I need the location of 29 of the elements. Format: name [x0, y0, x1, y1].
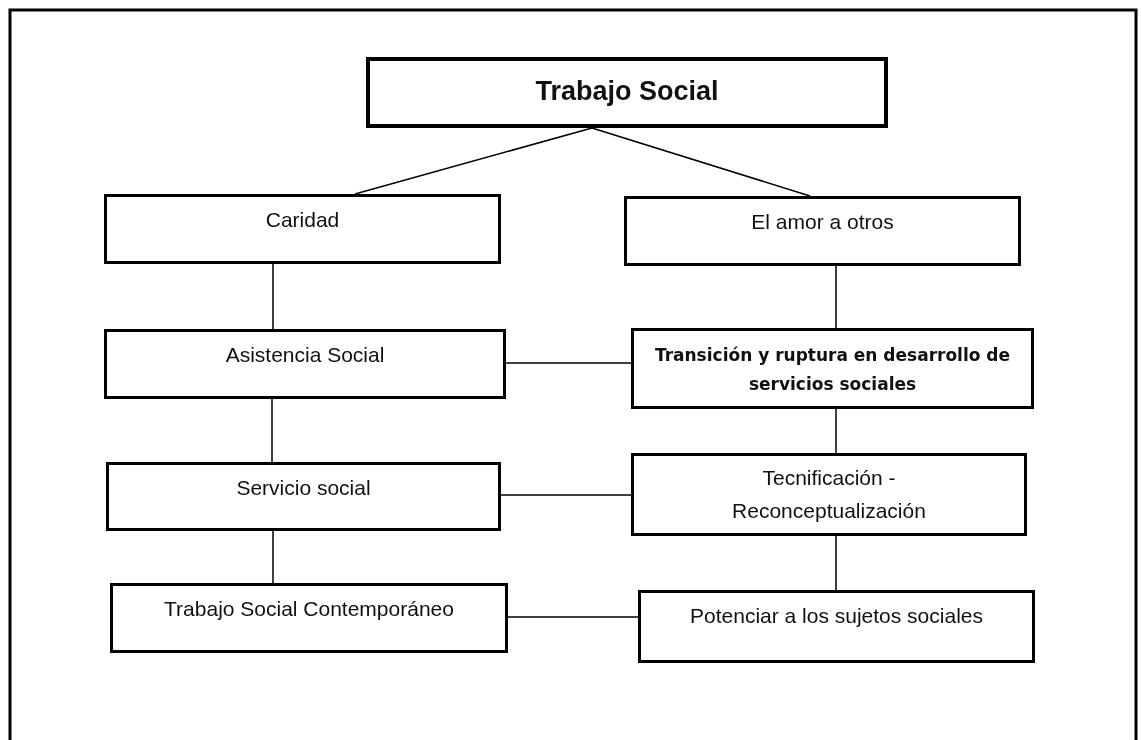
box-label: Trabajo Social — [535, 75, 719, 108]
concept-box — [631, 453, 1027, 536]
concept-box — [631, 328, 1034, 409]
concept-box — [104, 329, 506, 399]
connector-line — [500, 494, 632, 496]
connector-line — [505, 362, 632, 364]
connector-line — [354, 127, 593, 195]
box-label: Trabajo Social Contemporáneo — [164, 596, 454, 622]
connector-line — [835, 265, 837, 329]
box-label: Potenciar a los sujetos sociales — [690, 603, 983, 629]
box-label: Caridad — [265, 207, 340, 233]
box-label: El amor a otros — [751, 209, 894, 235]
box-label: Transición y ruptura en desarrollo de servicios sociales — [653, 344, 1012, 396]
connector-line — [271, 398, 273, 463]
box-label: Asistencia Social — [225, 342, 385, 368]
title-box — [366, 57, 888, 128]
connector-line — [835, 408, 837, 454]
concept-box — [104, 194, 501, 264]
box-label: Tecnificación - Reconceptualización — [731, 465, 927, 524]
connector-line — [835, 535, 837, 591]
connector-line — [591, 127, 811, 197]
connector-line — [507, 616, 639, 618]
concept-box — [106, 462, 501, 531]
concept-box — [638, 590, 1035, 663]
connector-line — [272, 530, 274, 584]
concept-box — [624, 196, 1021, 266]
connector-line — [272, 263, 274, 330]
box-label: Servicio social — [236, 475, 371, 501]
concept-box — [110, 583, 508, 653]
